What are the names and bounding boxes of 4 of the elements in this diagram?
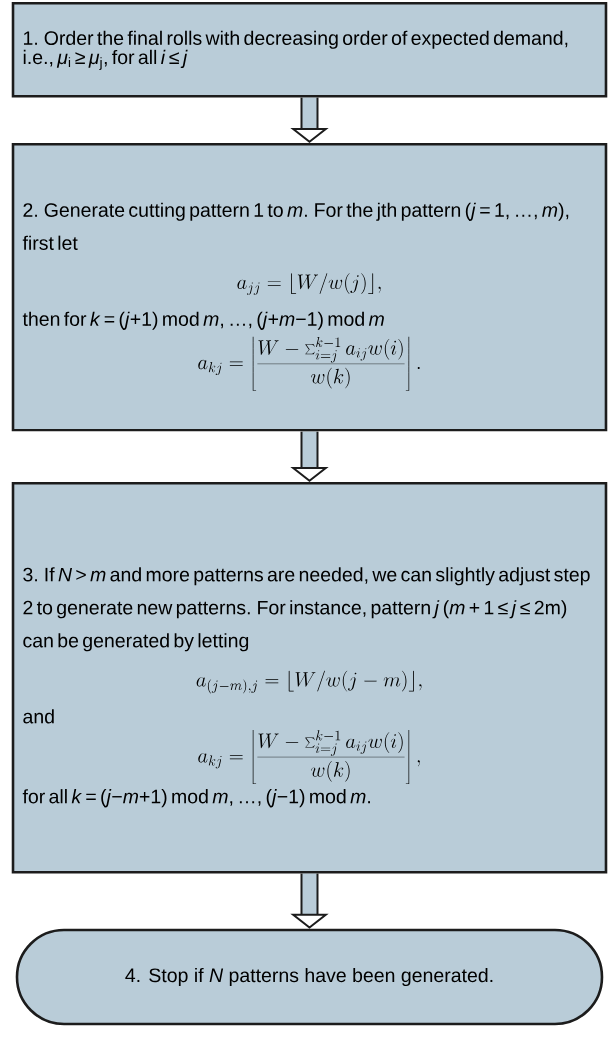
terminal-box: 4. Stop if N patterns have been generated. [15,928,604,1026]
process-box: 1. Order the final rolls with decreasing order of expected demand, i.e., μ$_{i}$ ≥ μ$_{j}$, for all i ≤j [11,2,608,98]
process-box: 2. Generate cutting pattern 1 to m. For the jth pattern (j = 1, …, m), first let $a_{jj} = \lfloor W/w(j) \rfloor,$ then for k = (j+1) mod m, …, (j+m−1) mod m $a_{kj} = \left\lfloor \frac{W - \sum_{i=j}^{k-1} a_{ij} w(i)}{w(k)} \right\rfloor .$ [11,143,608,432]
process-box: 3. If N > m and more patterns are needed, we can slightly adjust step 2 to generate new patterns. For instance, patternj (m + 1 ≤j ≤ 2m) can be generated by letting $a_{(j-m),j} = \lfloor W/w(j-m) \rfloor,$ and $a_{kj} = \left\lfloor \frac{W - \sum_{i=j}^{k-1} a_{ij} w(i)}{w(k)} \right\rfloor ,$ for all k = (j−m+1) mod m, …, (j−1) mod m. [11,482,608,874]
